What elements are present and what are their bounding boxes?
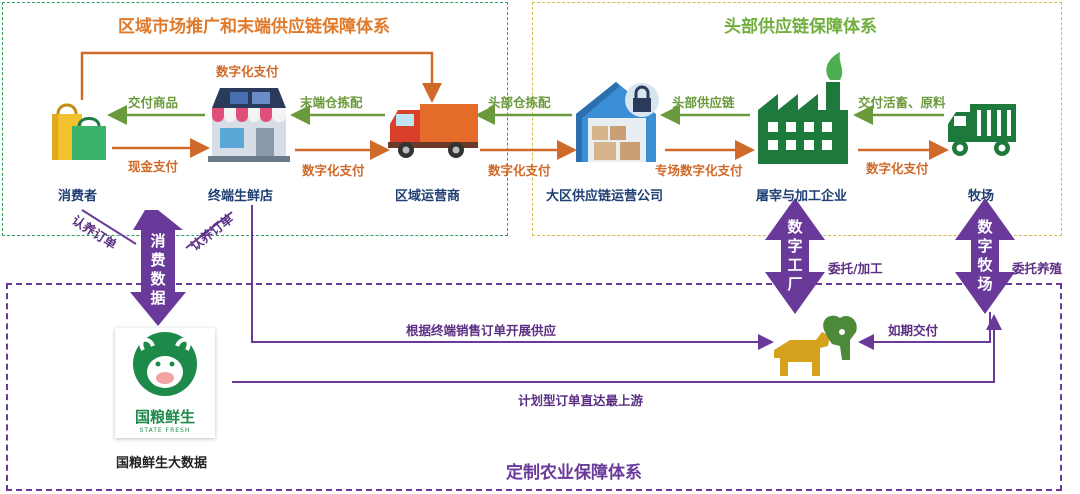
shopping-bag-icon <box>52 103 106 160</box>
supply-by-orders-label: 根据终端销售订单开展供应 <box>406 323 557 338</box>
cow-mascot-icon <box>133 332 197 396</box>
regional-region-box <box>2 2 508 236</box>
head-region-title: 头部供应链保障体系 <box>724 17 877 37</box>
ranch-label: 牧场 <box>968 189 995 204</box>
cow-goat-icon <box>774 315 857 376</box>
logo-subtitle: STATE FRESH <box>139 427 191 434</box>
flow-digital-payment-top: 数字化支付 <box>216 64 279 79</box>
flow-end-warehouse-picking: 末端仓拣配 <box>300 95 363 110</box>
flow-head-warehouse-picking: 头部仓拣配 <box>488 95 551 110</box>
warehouse-icon <box>576 82 659 162</box>
digital-factory-label: 数字工厂 <box>787 218 803 293</box>
commission-breeding-label: 委托养殖 <box>1012 261 1063 276</box>
livestock-truck-icon <box>948 104 1016 156</box>
flow-digital-payment-operator-company: 数字化支付 <box>488 163 551 178</box>
custom-region-title: 定制农业保障体系 <box>506 463 642 483</box>
store-label: 终端生鲜店 <box>208 189 274 204</box>
custom-region-box <box>6 283 1062 491</box>
flow-digital-payment-factory-ranch: 数字化支付 <box>866 161 929 176</box>
consumer-data-label: 消费数据 <box>150 232 166 307</box>
flow-deliver-livestock: 交付活畜、原料 <box>858 95 946 110</box>
flow-deliver-goods: 交付商品 <box>128 95 179 110</box>
store-icon <box>208 88 290 162</box>
digital-ranch-label: 数字牧场 <box>977 218 993 293</box>
flow-cash-payment: 现金支付 <box>128 159 179 174</box>
big-data-label: 国粮鲜生大数据 <box>116 456 208 471</box>
brand-logo: 国粮鲜生 STATE FRESH <box>115 328 215 438</box>
planned-orders-upstream-label: 计划型订单直达最上游 <box>518 393 644 408</box>
regional-operator-label: 区域运营商 <box>395 189 461 204</box>
regional-supply-company-label: 大区供应链运营公司 <box>546 189 664 204</box>
logo-name: 国粮鲜生 <box>134 408 195 426</box>
flow-head-supply-chain: 头部供应链 <box>672 95 735 110</box>
delivery-truck-icon <box>388 104 478 158</box>
factory-icon <box>758 52 848 164</box>
flow-digital-payment-store-operator: 数字化支付 <box>302 163 365 178</box>
consumer-label: 消费者 <box>58 189 98 204</box>
regional-region-title: 区域市场推广和末端供应链保障体系 <box>118 17 390 37</box>
slaughter-company-label: 屠宰与加工企业 <box>756 189 848 204</box>
on-time-delivery-label: 如期交付 <box>888 323 939 338</box>
commission-processing-label: 委托/加工 <box>828 261 883 276</box>
flow-dedicated-digital-payment: 专场数字化支付 <box>655 163 743 178</box>
